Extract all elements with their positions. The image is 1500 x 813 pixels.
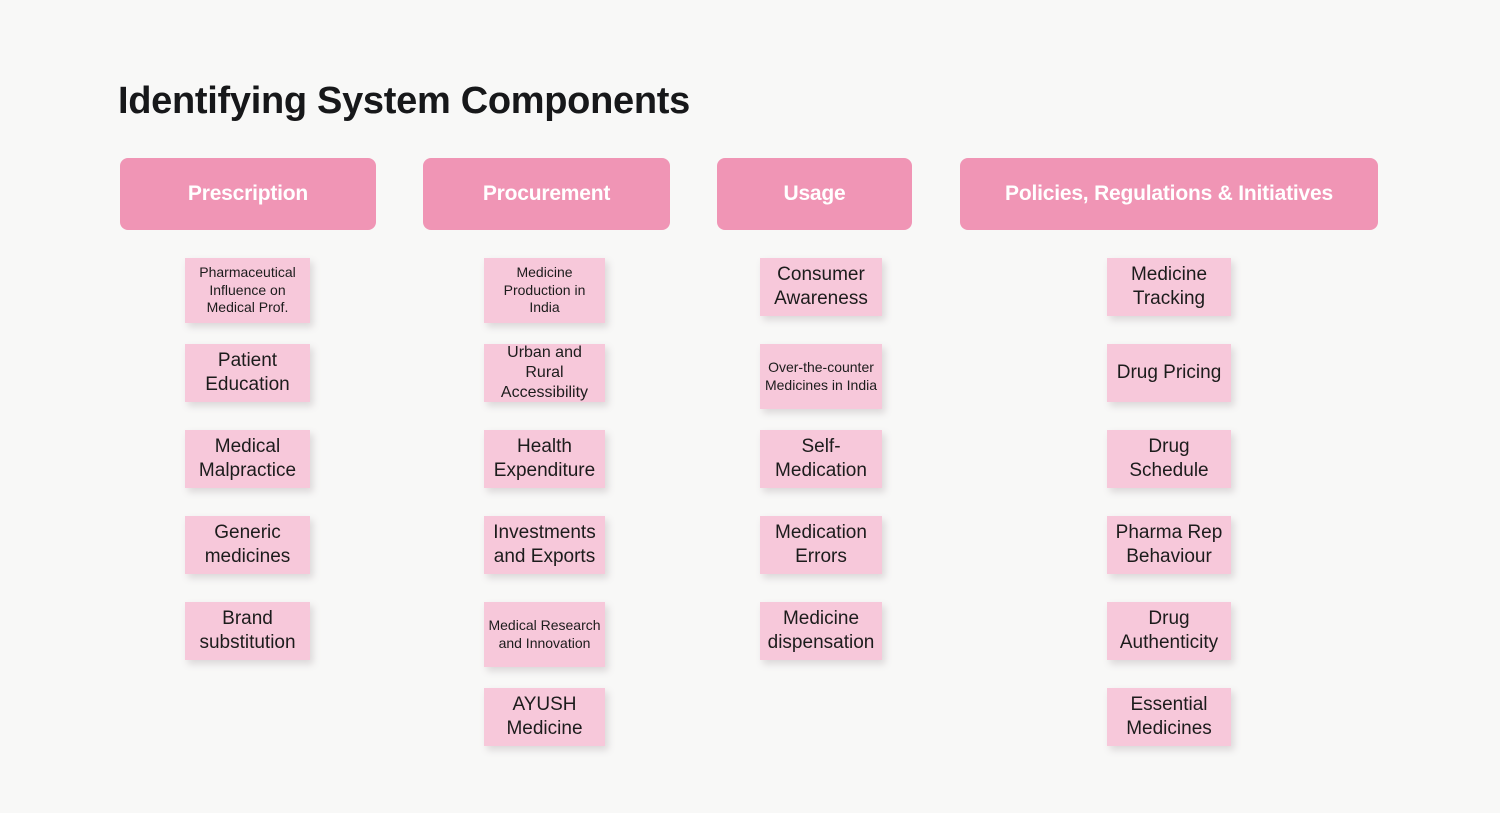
sticky-note[interactable]: Medicine Tracking <box>1107 258 1231 316</box>
sticky-note[interactable]: Drug Authenticity <box>1107 602 1231 660</box>
sticky-note[interactable]: Investments and Exports <box>484 516 605 574</box>
sticky-note[interactable]: Pharmaceutical Influence on Medical Prof… <box>185 258 310 323</box>
sticky-note[interactable]: Drug Schedule <box>1107 430 1231 488</box>
sticky-note[interactable]: Over-the-counter Medicines in India <box>760 344 882 409</box>
column-header[interactable]: Usage <box>717 158 912 230</box>
sticky-note[interactable]: Medical Malpractice <box>185 430 310 488</box>
column-header[interactable]: Policies, Regulations & Initiatives <box>960 158 1378 230</box>
sticky-note[interactable]: Medical Research and Innovation <box>484 602 605 667</box>
sticky-note[interactable]: Urban and Rural Accessibility <box>484 344 605 402</box>
column-header[interactable]: Prescription <box>120 158 376 230</box>
sticky-note[interactable]: Essential Medicines <box>1107 688 1231 746</box>
sticky-note[interactable]: Medicine dispensation <box>760 602 882 660</box>
sticky-note[interactable]: Brand substitution <box>185 602 310 660</box>
sticky-note[interactable]: AYUSH Medicine <box>484 688 605 746</box>
sticky-note[interactable]: Self-Medication <box>760 430 882 488</box>
sticky-note[interactable]: Medication Errors <box>760 516 882 574</box>
sticky-note[interactable]: Patient Education <box>185 344 310 402</box>
sticky-note[interactable]: Medicine Production in India <box>484 258 605 323</box>
sticky-note[interactable]: Drug Pricing <box>1107 344 1231 402</box>
sticky-note[interactable]: Consumer Awareness <box>760 258 882 316</box>
sticky-note[interactable]: Generic medicines <box>185 516 310 574</box>
column-header[interactable]: Procurement <box>423 158 670 230</box>
sticky-note[interactable]: Health Expenditure <box>484 430 605 488</box>
sticky-note[interactable]: Pharma Rep Behaviour <box>1107 516 1231 574</box>
page-title: Identifying System Components <box>118 80 690 122</box>
